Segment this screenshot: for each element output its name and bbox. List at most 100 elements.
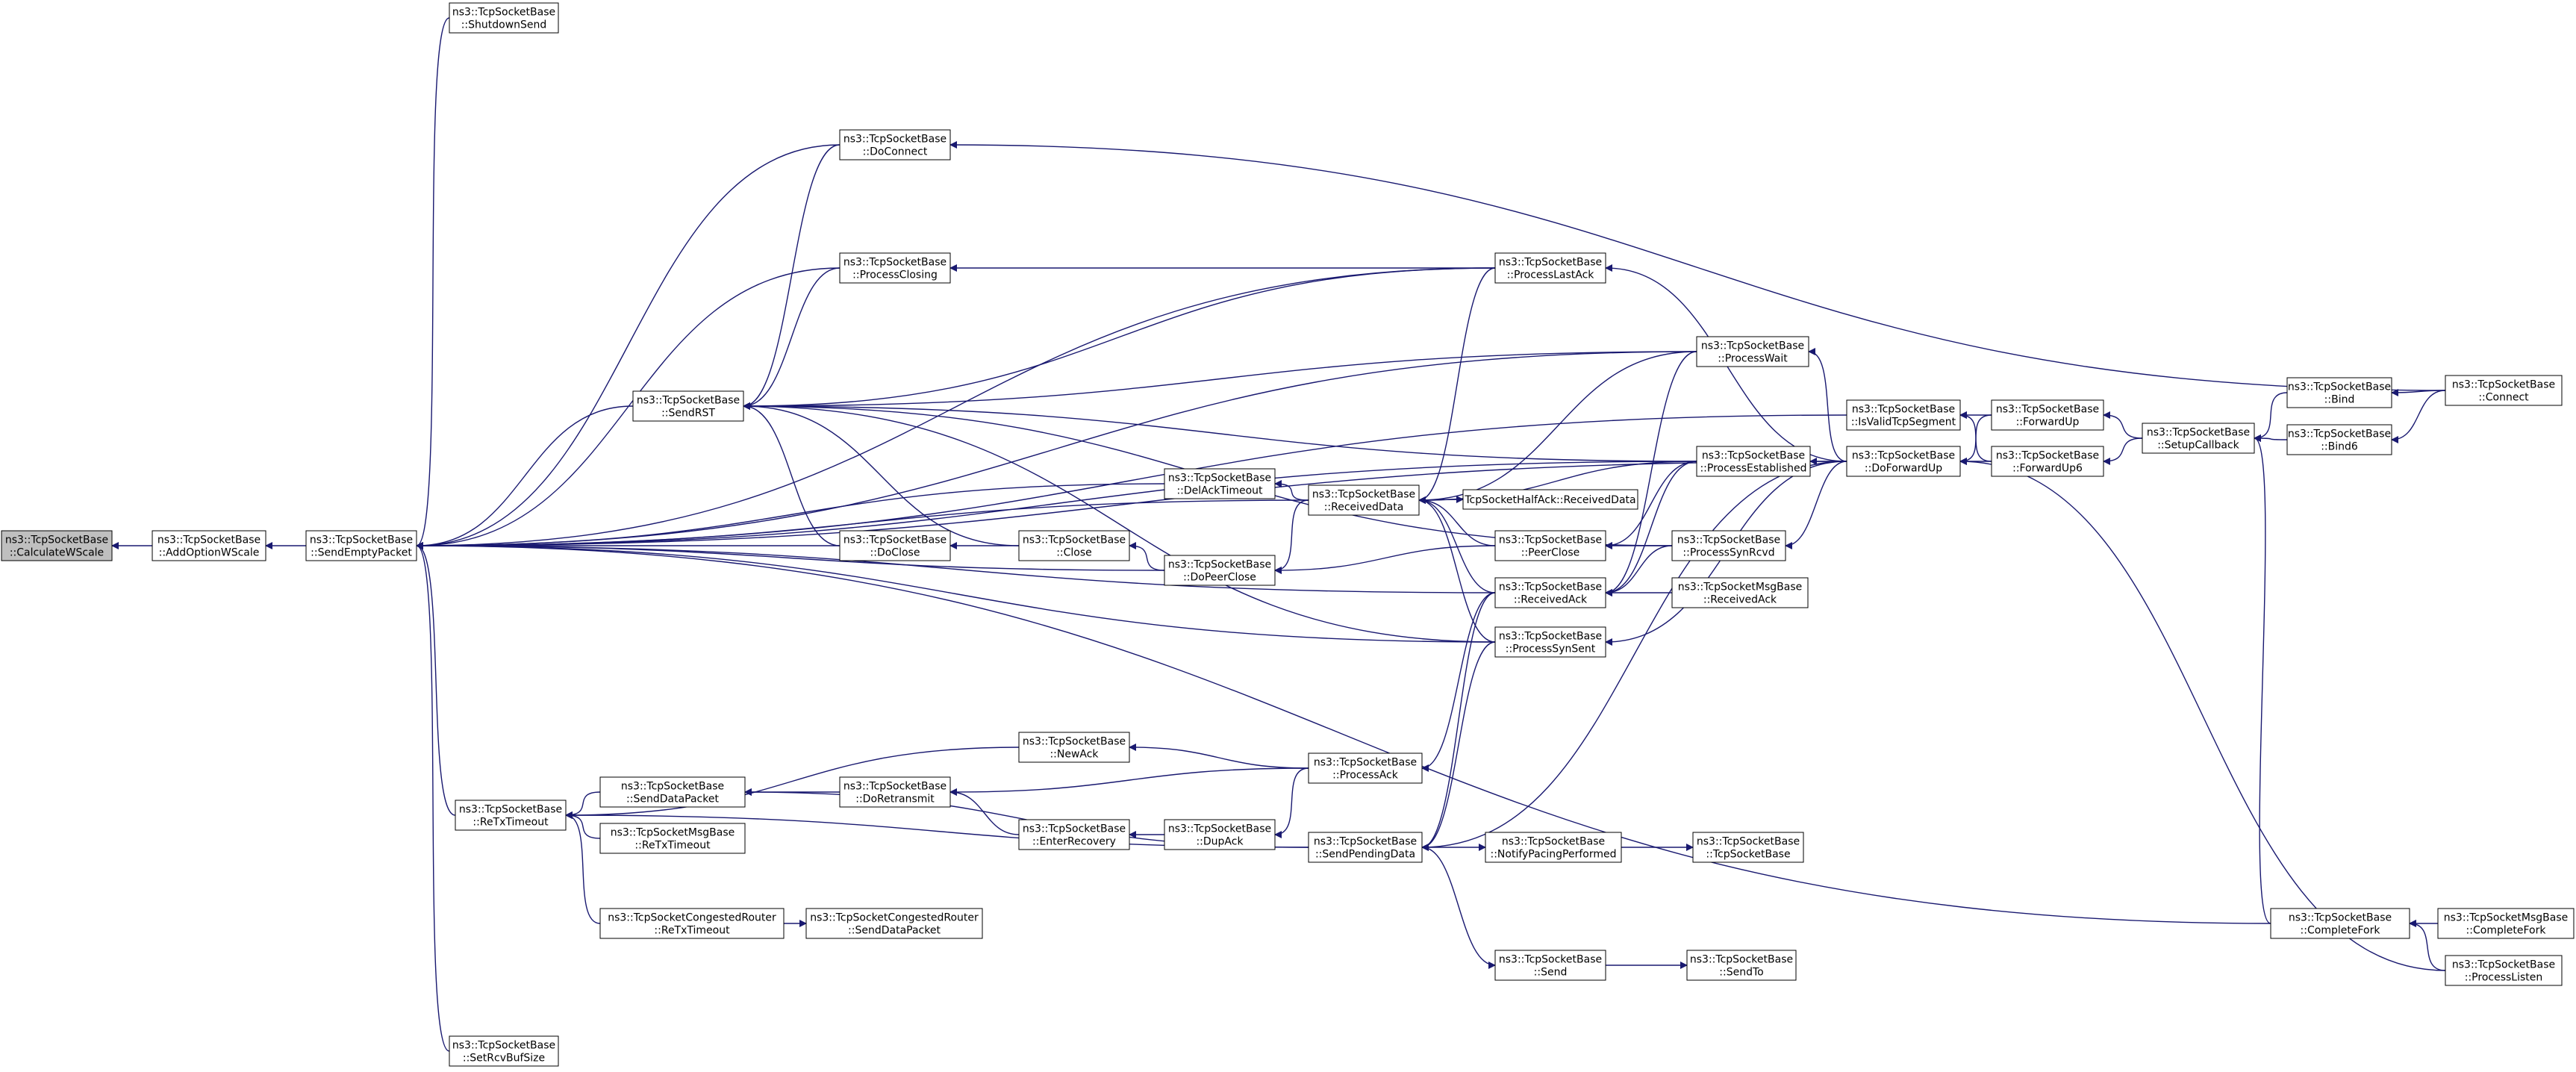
graph-node-n31[interactable]: ns3::TcpSocketBase::NewAck: [1018, 732, 1130, 763]
graph-node-n39[interactable]: ns3::TcpSocketBase::NotifyPacingPerforme…: [1485, 832, 1622, 863]
node-label: ns3::TcpSocketBase: [2288, 429, 2391, 440]
graph-node-n13[interactable]: ns3::TcpSocketBase::ReceivedData: [1308, 484, 1420, 516]
call-edge-n13-n14: [1418, 496, 1464, 504]
node-label: ns3::TcpSocketBase: [1502, 836, 1605, 848]
call-edge-n22-n13: [1418, 496, 1496, 643]
node-label: ns3::TcpSocketBase: [310, 535, 413, 546]
node-label: ::ForwardUp: [2016, 417, 2080, 429]
call-edge-n17-n6: [743, 402, 1697, 462]
graph-node-n27[interactable]: ns3::TcpSocketBase::SetupCallback: [2142, 423, 2255, 454]
call-edge-n12-n11: [1129, 542, 1165, 571]
graph-node-n12[interactable]: ns3::TcpSocketBase::DoPeerClose: [1164, 555, 1276, 586]
graph-node-n32[interactable]: ns3::TcpSocketBase::ProcessAck: [1308, 752, 1423, 784]
graph-node-n18[interactable]: ns3::TcpSocketBase::PeerClose: [1494, 530, 1606, 561]
call-edge-n30-n29: [2391, 390, 2446, 443]
graph-node-n15[interactable]: ns3::TcpSocketBase::ProcessLastAck: [1494, 252, 1606, 284]
graph-node-n30[interactable]: ns3::TcpSocketBase::Connect: [2445, 375, 2563, 406]
graph-node-n28[interactable]: ns3::TcpSocketBase::Bind: [2286, 377, 2392, 408]
graph-node-n38[interactable]: ns3::TcpSocketBase::SendPendingData: [1308, 832, 1423, 863]
node-label: ::NotifyPacingPerformed: [1490, 849, 1616, 861]
graph-node-n21[interactable]: ns3::TcpSocketMsgBase::ReceivedAck: [1671, 577, 1809, 608]
graph-node-n41[interactable]: ns3::TcpSocketCongestedRouter::ReTxTimeo…: [599, 908, 785, 939]
node-box: [1671, 530, 1786, 561]
call-edge-n47-n45: [2409, 920, 2446, 971]
node-label: ns3::TcpSocketBase: [452, 7, 555, 19]
node-label: ::ReTxTimeout: [473, 817, 549, 829]
graph-node-n17[interactable]: ns3::TcpSocketBase::ProcessEstablished: [1696, 446, 1811, 477]
node-label: ::DelAckTimeout: [1176, 485, 1263, 497]
call-edge-n3-n2: [416, 17, 450, 549]
node-label: ::SendEmptyPacket: [311, 547, 412, 559]
graph-node-n33[interactable]: ns3::TcpSocketBase::SendDataPacket: [599, 776, 746, 808]
call-edge-n32-n31: [1129, 744, 1309, 769]
call-edge-n38-n43: [1421, 847, 1496, 969]
call-edge-n22-n6: [743, 402, 1496, 643]
graph-node-n6[interactable]: ns3::TcpSocketBase::SendRST: [632, 390, 744, 422]
call-edge-n27-n25: [2103, 411, 2143, 439]
call-edge-n31-n8: [565, 747, 1020, 819]
graph-node-n42[interactable]: ns3::TcpSocketCongestedRouter::SendDataP…: [805, 908, 983, 939]
graph-node-n36[interactable]: ns3::TcpSocketBase::EnterRecovery: [1018, 819, 1130, 850]
graph-node-n37[interactable]: ns3::TcpSocketBase::DupAck: [1164, 819, 1276, 850]
node-label: ns3::TcpSocketBase: [1996, 450, 2099, 462]
graph-node-n8[interactable]: ns3::TcpSocketBase::ReTxTimeout: [455, 800, 567, 831]
node-box: [1164, 819, 1276, 850]
graph-node-n11[interactable]: ns3::TcpSocketBase::Close: [1018, 530, 1130, 561]
node-label: ::Bind6: [2321, 441, 2358, 453]
graph-node-n5[interactable]: ns3::TcpSocketBase::ProcessClosing: [839, 252, 951, 284]
graph-node-n2[interactable]: ns3::TcpSocketBase::SendEmptyPacket: [305, 530, 417, 561]
node-label: ns3::TcpSocketBase: [843, 535, 946, 546]
call-edge-n45-n2: [416, 542, 2271, 924]
node-label: ::Send: [1534, 967, 1568, 979]
graph-node-n45[interactable]: ns3::TcpSocketBase::CompleteFork: [2270, 908, 2410, 939]
node-label: ns3::TcpSocketBase: [452, 1040, 555, 1052]
graph-node-n29[interactable]: ns3::TcpSocketBase::Bind6: [2286, 424, 2392, 455]
node-box: [2142, 423, 2255, 454]
node-box: [1485, 832, 1622, 863]
graph-node-n1[interactable]: ns3::TcpSocketBase::AddOptionWScale: [152, 530, 266, 561]
graph-node-n10[interactable]: ns3::TcpSocketBase::DelAckTimeout: [1164, 468, 1276, 499]
graph-node-n19[interactable]: ns3::TcpSocketBase::ProcessSynRcvd: [1671, 530, 1786, 561]
node-box: [1846, 446, 1961, 477]
call-edge-n32-n37: [1274, 767, 1309, 838]
node-box: [632, 390, 744, 422]
graph-node-n35[interactable]: ns3::TcpSocketMsgBase::ReTxTimeout: [599, 823, 746, 854]
graph-node-n25[interactable]: ns3::TcpSocketBase::ForwardUp: [1991, 399, 2104, 431]
node-label: ns3::TcpSocketBase: [1499, 631, 1602, 643]
node-label: ns3::TcpSocketBase: [1701, 340, 1804, 352]
call-edge-n41-n8: [565, 811, 601, 924]
graph-node-n46[interactable]: ns3::TcpSocketMsgBase::CompleteFork: [2437, 908, 2575, 939]
node-label: ::DoRetransmit: [855, 794, 935, 805]
node-label: ::DoPeerClose: [1183, 572, 1256, 584]
node-label: ns3::TcpSocketBase: [1168, 559, 1271, 571]
node-box: [1494, 577, 1606, 608]
graph-node-n20[interactable]: ns3::TcpSocketBase::ReceivedAck: [1494, 577, 1606, 608]
graph-node-n7[interactable]: ns3::TcpSocketBase::DoClose: [839, 530, 951, 561]
graph-node-n4[interactable]: ns3::TcpSocketBase::DoConnect: [839, 129, 951, 161]
graph-node-n24[interactable]: ns3::TcpSocketBase::IsValidTcpSegment: [1846, 399, 1961, 431]
call-edge-n23-n19: [1785, 461, 1847, 549]
graph-node-n14[interactable]: TcpSocketHalfAck::ReceivedData: [1462, 489, 1638, 510]
call-edge-n7-n6: [743, 402, 841, 546]
node-label: ns3::TcpSocketBase: [1499, 257, 1602, 269]
graph-node-n43[interactable]: ns3::TcpSocketBase::Send: [1494, 950, 1606, 981]
graph-node-n34[interactable]: ns3::TcpSocketBase::DoRetransmit: [839, 776, 951, 808]
node-label: ::DupAck: [1196, 836, 1244, 848]
node-label: ns3::TcpSocketBase: [1690, 954, 1793, 966]
graph-node-n44[interactable]: ns3::TcpSocketBase::SendTo: [1686, 950, 1797, 981]
graph-node-n26[interactable]: ns3::TcpSocketBase::ForwardUp6: [1991, 446, 2104, 477]
node-label: ::ProcessEstablished: [1700, 463, 1806, 475]
call-edge-n30-n28: [2391, 388, 2446, 396]
call-edge-n8-n2: [416, 542, 456, 816]
graph-node-n16[interactable]: ns3::TcpSocketBase::ProcessWait: [1696, 336, 1809, 367]
node-box: [1494, 252, 1606, 284]
node-label: ns3::TcpSocketBase: [621, 781, 724, 793]
graph-node-n23[interactable]: ns3::TcpSocketBase::DoForwardUp: [1846, 446, 1961, 477]
graph-node-n22[interactable]: ns3::TcpSocketBase::ProcessSynSent: [1494, 626, 1606, 658]
graph-node-n9[interactable]: ns3::TcpSocketBase::SetRcvBufSize: [449, 1035, 559, 1067]
graph-node-n3[interactable]: ns3::TcpSocketBase::ShutdownSend: [449, 2, 559, 34]
graph-node-n47[interactable]: ns3::TcpSocketBase::ProcessListen: [2445, 955, 2563, 986]
node-label: ::SendRST: [661, 408, 715, 420]
graph-node-n40[interactable]: ns3::TcpSocketBase::TcpSocketBase: [1692, 832, 1804, 863]
call-edge-n16-n20: [1605, 351, 1697, 596]
